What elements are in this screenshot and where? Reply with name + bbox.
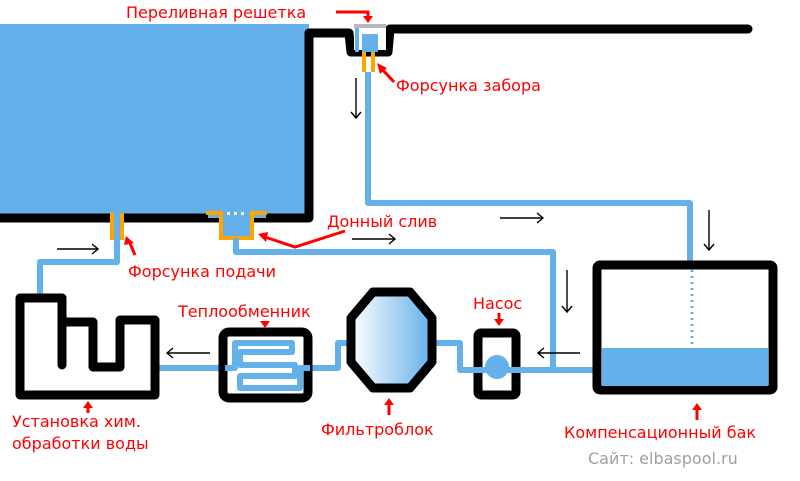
pointer-overflow-grate [363, 16, 373, 23]
label-filter-block: Фильтроблок [321, 420, 434, 439]
pipe-overflow-line [365, 72, 693, 268]
pool-water [0, 24, 309, 218]
pointer-filter [384, 398, 394, 405]
flow-arrow-to-chem-left [165, 347, 210, 359]
tank-water [602, 348, 768, 386]
flow-arrow-into-tank-down [703, 210, 715, 252]
pointer-tank [692, 403, 702, 410]
flow-arrow-drain-down [561, 270, 573, 314]
supply-nozzle [110, 213, 124, 240]
site-credit: Сайт: elbaspool.ru [588, 449, 738, 468]
label-bottom-drain: Донный слив [327, 212, 437, 231]
flow-arrow-top-line-right [500, 212, 545, 224]
label-compensation-tank: Компенсационный бак [564, 423, 756, 442]
bottom-drain [206, 211, 267, 240]
pipe-drain-line [233, 238, 556, 370]
pointer-intake-nozzle [377, 63, 387, 74]
pointer-pump [494, 319, 504, 326]
label-pointers [83, 10, 702, 420]
labels: Переливная решетка Форсунка забора Донны… [12, 3, 756, 468]
label-overflow-grate: Переливная решетка [126, 3, 306, 22]
pointer-heat-exchanger [260, 321, 270, 328]
label-heat-exchanger: Теплообменник [177, 302, 311, 321]
label-pump: Насос [473, 294, 522, 313]
chem-treatment-unit [15, 293, 160, 400]
overflow-grate [354, 24, 386, 52]
label-chem-unit-line2: обработки воды [12, 434, 149, 453]
flow-arrows [57, 78, 715, 359]
pump [465, 328, 530, 400]
pump-impeller [485, 355, 509, 379]
pointer-bottom-drain [258, 232, 268, 242]
pointer-chem-unit [83, 401, 93, 408]
intake-nozzle [362, 52, 375, 72]
pool [0, 24, 753, 223]
pipe-supply-line [37, 240, 120, 298]
compensation-tank [592, 260, 778, 395]
pointer-supply-nozzle [124, 236, 134, 245]
label-supply-nozzle: Форсунка подачи [128, 262, 276, 281]
pool-wall [0, 24, 753, 223]
heat-exchanger [218, 327, 313, 403]
flow-arrow-to-pump-left [536, 347, 580, 359]
label-intake-nozzle: Форсунка забора [396, 76, 541, 95]
label-chem-unit-line1: Установка хим. [12, 412, 141, 431]
flow-arrow-intake-down [350, 78, 362, 120]
filter-block [346, 287, 437, 393]
flow-arrow-to-pool-right [57, 243, 100, 255]
grate-bar [354, 24, 386, 28]
flow-arrow-drain-line-right [352, 233, 397, 245]
heat-exchanger-coil [225, 340, 310, 391]
